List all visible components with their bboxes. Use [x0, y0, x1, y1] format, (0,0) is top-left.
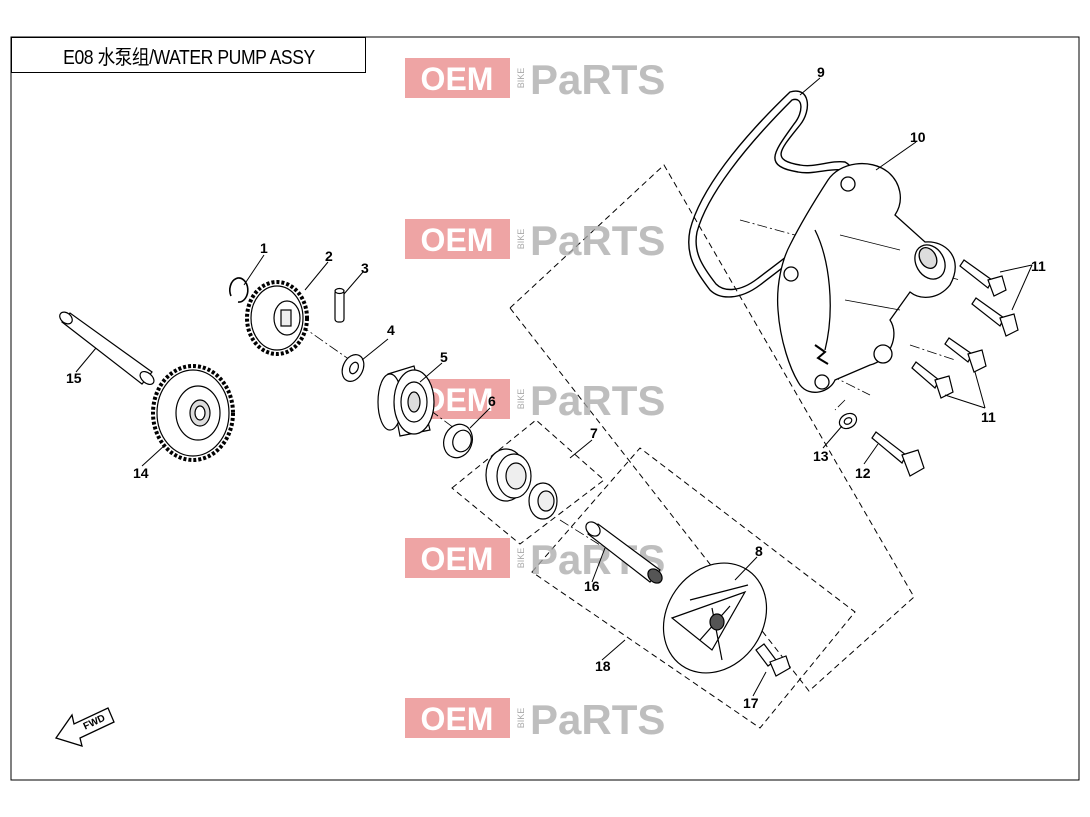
- bolt-11-upper-1: [959, 259, 1007, 297]
- diagram-title-box: E08 水泵组/WATER PUMP ASSY: [11, 37, 366, 73]
- svg-text:BIKE: BIKE: [516, 708, 526, 729]
- part-11-bolts: [911, 259, 1019, 399]
- part-7-seal: [485, 448, 558, 520]
- callout-labels: 1 2 3 4 5 6 7 8 9 10 11 11 12 13 14 15 1…: [66, 64, 1046, 711]
- part-4-washer: [341, 354, 365, 382]
- part-5-bearing: [377, 365, 435, 437]
- outline-18-impeller-assy: [531, 447, 856, 729]
- callout-15: 15: [66, 370, 82, 386]
- outline-7-seal-assy: [451, 419, 605, 545]
- part-2-gear: [245, 280, 309, 356]
- part-9-gasket: [688, 90, 857, 298]
- callout-8: 8: [755, 543, 763, 559]
- part-14-gear: [151, 364, 235, 462]
- part-3-pin: [334, 287, 345, 323]
- part-13-washer: [838, 412, 858, 430]
- svg-text:PaRTS: PaRTS: [530, 56, 665, 103]
- svg-text:PaRTS: PaRTS: [530, 377, 665, 424]
- bolt-11-lower-1: [944, 337, 987, 373]
- outline-18-pump-cover-assy: [509, 164, 915, 692]
- part-10-pump-cover: [776, 162, 956, 393]
- callout-2: 2: [325, 248, 333, 264]
- callout-12: 12: [855, 465, 871, 481]
- bolt-11-upper-2: [971, 297, 1019, 337]
- callout-3: 3: [361, 260, 369, 276]
- callout-11-upper: 11: [1031, 258, 1046, 274]
- callout-17: 17: [743, 695, 759, 711]
- diagram-title: E08 水泵组/WATER PUMP ASSY: [62, 46, 315, 69]
- part-6-washer: [443, 423, 473, 459]
- callout-16: 16: [584, 578, 600, 594]
- part-1-circlip: [229, 277, 249, 303]
- callout-4: 4: [387, 322, 395, 338]
- watermark-1: OEM BIKE PaRTS: [405, 56, 665, 103]
- callout-18: 18: [595, 658, 611, 674]
- svg-text:BIKE: BIKE: [516, 548, 526, 569]
- part-15-shaft: [59, 311, 155, 386]
- callout-9: 9: [817, 64, 825, 80]
- leader-lines: [75, 77, 1033, 697]
- callout-13: 13: [813, 448, 829, 464]
- assembly-outlines: [451, 164, 915, 729]
- svg-text:PaRTS: PaRTS: [530, 217, 665, 264]
- svg-text:OEM: OEM: [421, 701, 494, 737]
- svg-text:BIKE: BIKE: [516, 68, 526, 89]
- svg-text:OEM: OEM: [421, 61, 494, 97]
- callout-10: 10: [910, 129, 926, 145]
- watermark-5: OEM BIKE PaRTS: [405, 696, 665, 743]
- part-12-bolt: [871, 431, 925, 477]
- bolt-11-lower-2: [911, 361, 954, 399]
- part-17-bolt: [755, 643, 791, 677]
- part-16-pump-shaft: [585, 521, 663, 584]
- fwd-direction-arrow: FWD: [54, 707, 115, 747]
- callout-5: 5: [440, 349, 448, 365]
- callout-14: 14: [133, 465, 149, 481]
- svg-text:OEM: OEM: [421, 541, 494, 577]
- callout-1: 1: [260, 240, 268, 256]
- watermark-3: OEM BIKE PaRTS: [405, 377, 665, 424]
- part-8-impeller: [662, 562, 768, 674]
- watermark-logos: OEM BIKE PaRTS OEM BIKE PaRTS OEM BIKE P…: [405, 56, 665, 743]
- svg-text:PaRTS: PaRTS: [530, 696, 665, 743]
- svg-text:BIKE: BIKE: [516, 389, 526, 410]
- callout-7: 7: [590, 425, 598, 441]
- callout-11-lower: 11: [981, 409, 996, 425]
- diagram-border: [10, 36, 1080, 781]
- svg-text:BIKE: BIKE: [516, 229, 526, 250]
- callout-6: 6: [488, 393, 496, 409]
- svg-text:OEM: OEM: [421, 222, 494, 258]
- watermark-2: OEM BIKE PaRTS: [405, 217, 665, 264]
